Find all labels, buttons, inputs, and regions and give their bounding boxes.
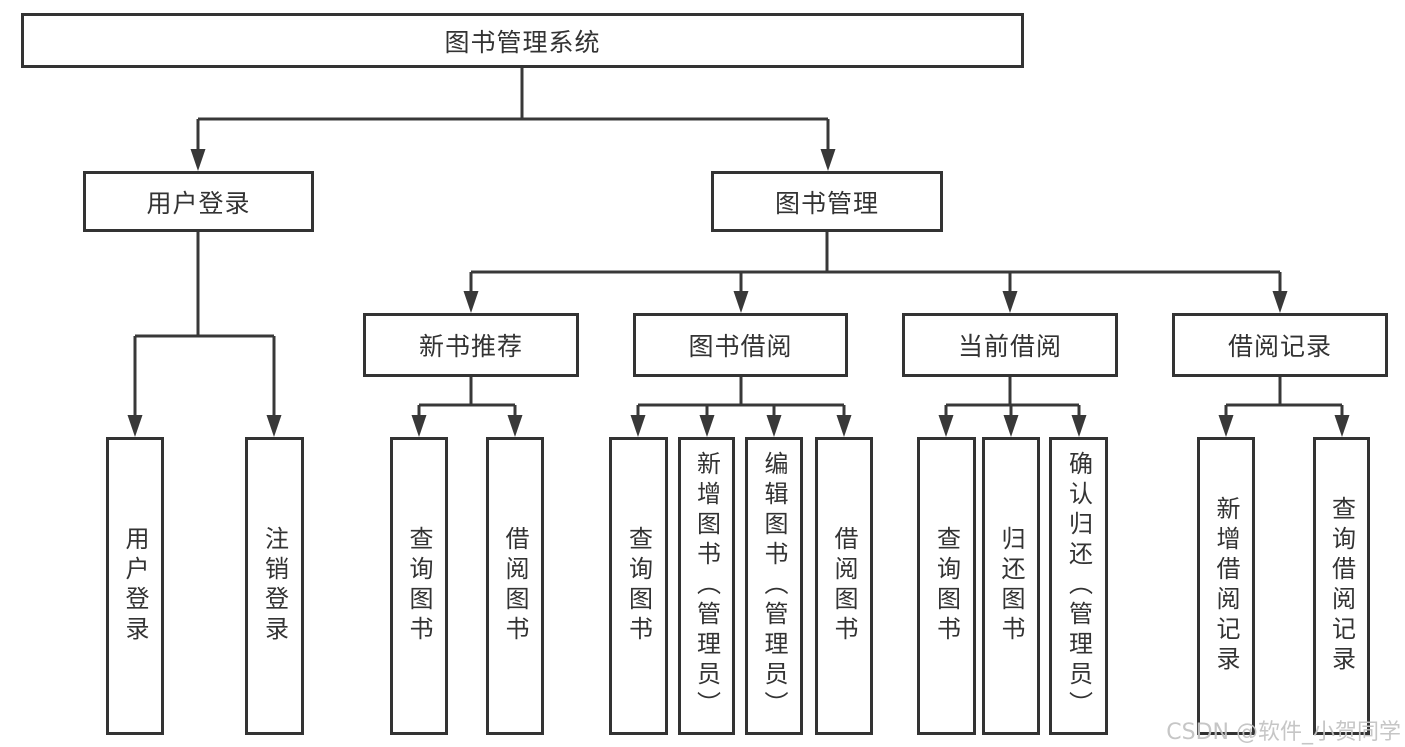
- connector-line: [417, 377, 517, 417]
- arrow-down-icon: [836, 415, 852, 437]
- leaf-edit-books-admin: 编辑图书（管理员）: [745, 437, 803, 735]
- arrow-down-icon: [127, 415, 143, 437]
- arrow-down-icon: [1334, 415, 1350, 437]
- arrow-down-icon: [507, 415, 523, 437]
- connector-line: [196, 68, 830, 151]
- arrow-down-icon: [938, 415, 954, 437]
- arrow-down-icon: [820, 149, 836, 171]
- arrow-down-icon: [190, 149, 206, 171]
- connector-line: [133, 232, 276, 417]
- leaf-borrow-books-recommend: 借阅图书: [486, 437, 544, 735]
- arrow-down-icon: [1272, 291, 1288, 313]
- node-borrow-records: 借阅记录: [1172, 313, 1388, 377]
- leaf-return-books: 归还图书: [982, 437, 1040, 735]
- node-book-management: 图书管理: [711, 171, 943, 232]
- node-book-borrow: 图书借阅: [633, 313, 848, 377]
- leaf-query-books-borrow: 查询图书: [609, 437, 668, 735]
- connector-line: [1224, 377, 1344, 417]
- arrow-down-icon: [266, 415, 282, 437]
- leaf-query-borrow-record: 查询借阅记录: [1313, 437, 1370, 735]
- leaf-borrow-books: 借阅图书: [815, 437, 873, 735]
- leaf-query-books-current: 查询图书: [917, 437, 976, 735]
- leaf-confirm-return-admin: 确认归还（管理员）: [1049, 437, 1108, 735]
- leaf-query-books-recommend: 查询图书: [390, 437, 448, 735]
- connector-line: [469, 232, 1282, 293]
- connector-line: [636, 377, 846, 417]
- node-user-login: 用户登录: [83, 171, 314, 232]
- arrow-down-icon: [463, 291, 479, 313]
- arrow-down-icon: [1002, 291, 1018, 313]
- node-current-borrow: 当前借阅: [902, 313, 1118, 377]
- leaf-add-borrow-record: 新增借阅记录: [1197, 437, 1255, 735]
- node-new-book-recommend: 新书推荐: [363, 313, 579, 377]
- arrow-down-icon: [1003, 415, 1019, 437]
- arrow-down-icon: [1071, 415, 1087, 437]
- arrow-down-icon: [766, 415, 782, 437]
- watermark: CSDN @软件_小贺同学: [1166, 720, 1401, 745]
- arrow-down-icon: [699, 415, 715, 437]
- node-root-system: 图书管理系统: [21, 13, 1024, 68]
- leaf-add-books-admin: 新增图书（管理员）: [678, 437, 735, 735]
- arrow-down-icon: [733, 291, 749, 313]
- leaf-logout: 注销登录: [245, 437, 304, 735]
- connector-line: [944, 377, 1081, 417]
- arrow-down-icon: [630, 415, 646, 437]
- leaf-user-login: 用户登录: [106, 437, 164, 735]
- arrow-down-icon: [411, 415, 427, 437]
- arrow-down-icon: [1218, 415, 1234, 437]
